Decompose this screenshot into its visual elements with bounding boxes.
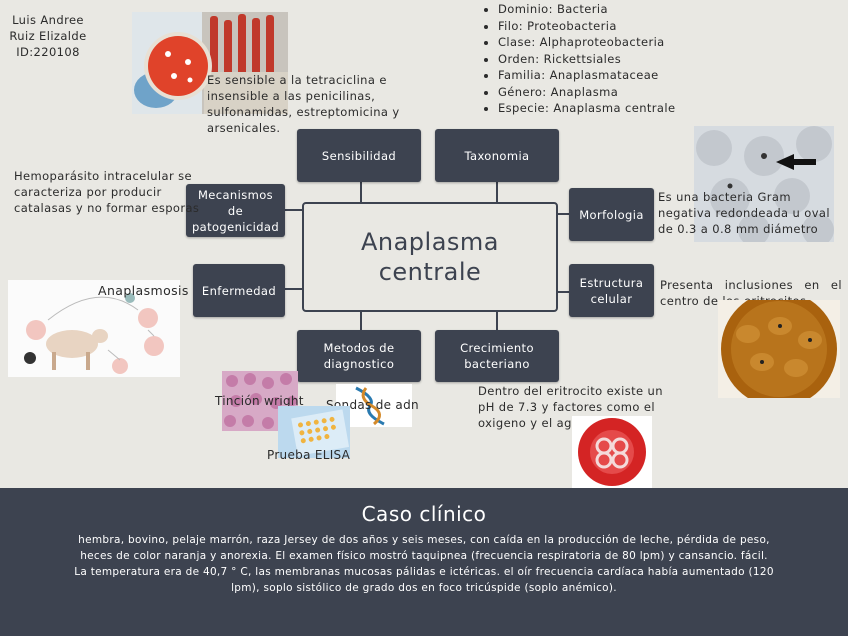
node-metodos[interactable]: Metodos de diagnostico: [297, 330, 421, 382]
caso-clinico-title: Caso clínico: [361, 502, 487, 526]
petri-dish-image: [132, 12, 288, 114]
note-crecimiento: Dentro del eritrocito existe un pH de 7.…: [478, 384, 663, 430]
taxonomy-item: Familia: Anaplasmataceae: [498, 67, 738, 84]
author-id: ID:220108: [16, 45, 80, 59]
note-sensibilidad: Es sensible a la tetraciclina e insensib…: [207, 73, 400, 135]
author-block: Luis Andree Ruiz Elizalde ID:220108: [6, 12, 90, 60]
note-elisa: Prueba ELISA: [267, 448, 351, 462]
node-enfermedad[interactable]: Enfermedad: [193, 264, 285, 317]
elisa-plate-image: [278, 406, 350, 458]
anaplasmosis-diagram-image: [8, 280, 180, 377]
note-morfologia: Es una bacteria Gram negativa redondeada…: [658, 190, 830, 236]
note-tincion: Tinción wright: [215, 394, 304, 408]
taxonomy-item: Género: Anaplasma: [498, 84, 738, 101]
node-sensibilidad[interactable]: Sensibilidad: [297, 129, 421, 182]
author-name-2: Ruiz Elizalde: [9, 29, 87, 43]
taxonomy-item: Especie: Anaplasma centrale: [498, 100, 738, 117]
node-crecimiento[interactable]: Crecimiento bacteriano: [435, 330, 559, 382]
red-blood-cell-image: [572, 416, 652, 488]
note-mecanismos: Hemoparásito intracelular se caracteriza…: [14, 169, 200, 215]
note-enfermedad: Anaplasmosis: [98, 283, 189, 298]
author-name-1: Luis Andree: [12, 13, 84, 27]
node-taxonomia[interactable]: Taxonomia: [435, 129, 559, 182]
taxonomy-list: Dominio: Bacteria Filo: Proteobacteria C…: [480, 1, 738, 117]
central-topic: Anaplasma centrale: [302, 202, 558, 312]
taxonomy-item: Dominio: Bacteria: [498, 1, 738, 18]
central-topic-line2: centrale: [378, 258, 482, 286]
taxonomy-item: Orden: Rickettsiales: [498, 51, 738, 68]
node-morfologia[interactable]: Morfologia: [569, 188, 654, 241]
erythrocyte-inclusions-image: [718, 300, 840, 398]
taxonomy-item: Clase: Alphaproteobacteria: [498, 34, 738, 51]
gram-stain-image: [694, 126, 834, 242]
central-topic-line1: Anaplasma: [360, 228, 500, 256]
test-tubes: [210, 14, 274, 76]
taxonomy-item: Filo: Proteobacteria: [498, 18, 738, 35]
caso-clinico-panel: Caso clínico hembra, bovino, pelaje marr…: [0, 488, 848, 636]
node-estructura[interactable]: Estructura celular: [569, 264, 654, 317]
node-mecanismos[interactable]: Mecanismos de patogenicidad: [186, 184, 285, 237]
caso-clinico-body: hembra, bovino, pelaje marrón, raza Jers…: [74, 534, 774, 594]
